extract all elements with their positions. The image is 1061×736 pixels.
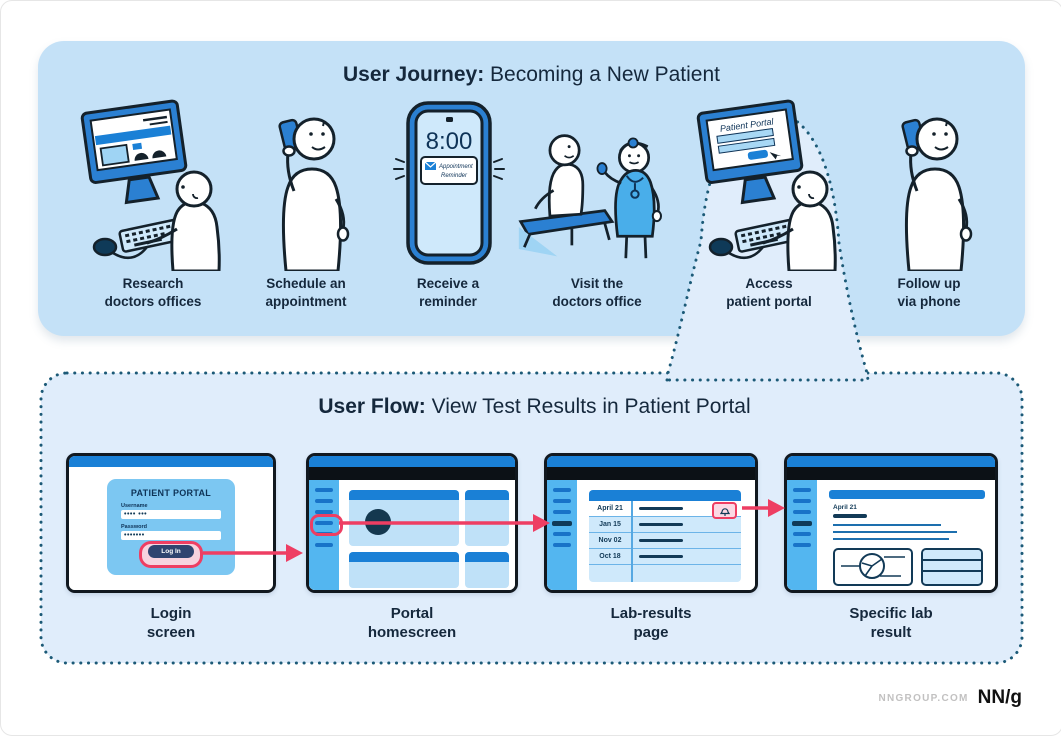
login-screen-mockup: PATIENT PORTAL Username •••• ••• Passwor…: [66, 453, 276, 593]
password-label: Password: [121, 524, 147, 530]
table-row: Nov 02: [589, 533, 741, 549]
research-computer-illustration: [80, 99, 221, 271]
follow-up-phone-illustration: [901, 117, 973, 271]
portal-homescreen-mockup: [306, 453, 518, 593]
journey-title-bold: User Journey:: [342, 63, 485, 86]
browser-topbar: [69, 456, 273, 467]
phone-call-illustration: [278, 117, 350, 271]
password-field: •••••••: [121, 531, 221, 540]
journey-title-rest: Becoming a New Patient: [484, 63, 720, 86]
specific-lab-result-mockup: April 21: [784, 453, 998, 593]
sidebar: [309, 480, 343, 590]
head-mirror-icon: [627, 137, 639, 149]
doctor-body: [614, 168, 656, 238]
notification-line2: Reminder: [441, 173, 468, 179]
login-heading: PATIENT PORTAL: [130, 488, 212, 498]
lock-icon: [446, 117, 453, 122]
sidebar-item-highlight: [310, 514, 343, 536]
results-table: April 21 Jan 15 Nov 02 Oct 18: [589, 490, 741, 582]
person-head: [915, 117, 959, 161]
result-chart: [833, 548, 913, 586]
content-card: [465, 490, 509, 546]
envelope-icon: [425, 162, 436, 170]
mouse-icon: [92, 237, 118, 257]
person-body: [170, 200, 221, 271]
person-head: [292, 117, 336, 161]
result-values-table: [921, 548, 983, 586]
person-body: [281, 167, 343, 271]
sidebar: [547, 480, 577, 590]
journey-title: User Journey: Becoming a New Patient: [38, 63, 1025, 87]
avatar: [365, 509, 391, 535]
login-panel: PATIENT PORTAL Username •••• ••• Passwor…: [107, 479, 235, 575]
reminder-phone-illustration: 8:00 Appointment Reminder: [393, 101, 505, 265]
table-row: April 21: [589, 501, 741, 519]
content-card: [349, 490, 459, 546]
content-card: [465, 552, 509, 588]
browser-topbar: [309, 456, 515, 467]
flow-title-bold: User Flow:: [318, 395, 426, 418]
footer: NNGROUP.COM NN/g: [878, 687, 1022, 709]
browser-topbar: [787, 456, 995, 467]
bell-icon: [719, 508, 730, 516]
login-button: Log In: [148, 545, 194, 558]
mouse-icon: [708, 237, 734, 257]
notification-line1: Appointment: [438, 164, 473, 170]
flow-title: User Flow: View Test Results in Patient …: [41, 395, 1028, 419]
nng-logo: NN/g: [977, 687, 1022, 708]
sidebar: [787, 480, 817, 590]
lab-results-page-mockup: April 21 Jan 15 Nov 02 Oct 18: [544, 453, 758, 593]
person-head: [175, 170, 213, 208]
stethoscope-icon: [625, 175, 644, 191]
browser-topbar: [547, 456, 755, 467]
nav-bar: [309, 467, 515, 480]
username-field: •••• •••: [121, 510, 221, 519]
patient-body: [547, 162, 585, 218]
content-card: [349, 552, 459, 588]
footer-site: NNGROUP.COM: [878, 692, 969, 704]
table-header-bar: [589, 490, 741, 501]
username-label: Username: [121, 503, 148, 509]
nav-bar: [787, 467, 995, 480]
table-row: Jan 15: [589, 517, 741, 533]
notification-card: Appointment Reminder: [420, 156, 478, 185]
patient-portal-computer-illustration: Patient Portal: [696, 99, 837, 271]
person-head: [791, 170, 829, 208]
person-body: [786, 200, 837, 271]
phone-time: 8:00: [426, 128, 473, 155]
vibration-marks: [393, 158, 505, 180]
result-header-bar: [829, 490, 985, 499]
flow-title-rest: View Test Results in Patient Portal: [425, 395, 751, 418]
patient-head: [548, 134, 581, 167]
person-body: [904, 167, 966, 271]
table-row: Oct 18: [589, 549, 741, 565]
circle-diagram-icon: [841, 553, 905, 579]
doctor-visit-illustration: [518, 134, 663, 259]
result-date: April 21: [833, 504, 857, 511]
nav-bar: [547, 467, 755, 480]
